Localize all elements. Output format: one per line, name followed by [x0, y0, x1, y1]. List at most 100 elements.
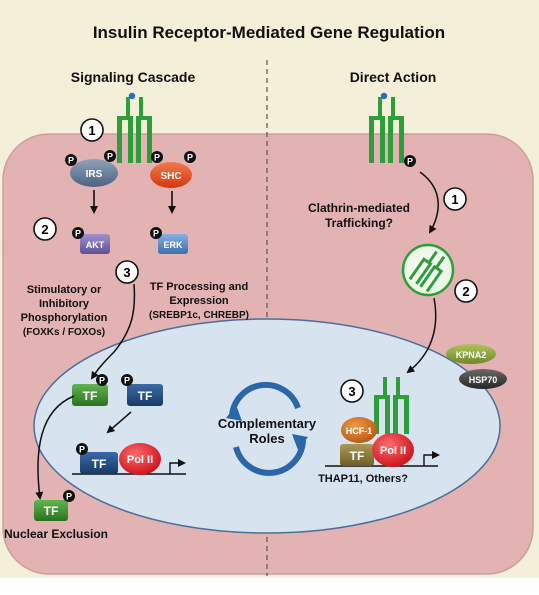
svg-text:TF: TF [92, 457, 107, 471]
svg-text:TF: TF [138, 389, 153, 403]
step-left-2: 2 [33, 217, 57, 241]
hcf1-protein [341, 417, 377, 443]
svg-text:HCF-1: HCF-1 [346, 426, 373, 436]
svg-text:P: P [153, 229, 159, 239]
svg-text:P: P [107, 152, 113, 162]
svg-text:TF Processing and: TF Processing and [150, 281, 248, 293]
svg-text:HSP70: HSP70 [469, 375, 498, 385]
svg-text:Trafficking?: Trafficking? [325, 216, 393, 230]
tf-green-excluded: TF [34, 500, 68, 521]
svg-text:3: 3 [123, 265, 130, 280]
panel-title-signaling-cascade: Signaling Cascade [71, 69, 196, 85]
svg-text:ERK: ERK [163, 240, 183, 250]
svg-text:SHC: SHC [160, 171, 181, 182]
arrow-vesicle-to-nucleus [406, 297, 437, 374]
svg-text:Stimulatory or: Stimulatory or [27, 284, 102, 296]
svg-text:P: P [407, 157, 413, 167]
svg-text:1: 1 [451, 192, 458, 207]
panel-title-direct-action: Direct Action [350, 69, 437, 85]
svg-text:2: 2 [462, 284, 469, 299]
step-right-2: 2 [454, 279, 478, 303]
tf-green: TF [72, 384, 108, 406]
svg-text:Pol II: Pol II [127, 454, 153, 466]
label-clathrin-trafficking: Clathrin-mediated Trafficking? [308, 201, 410, 230]
label-stimulatory-phosphorylation: Stimulatory or Inhibitory Phosphorylatio… [21, 284, 108, 338]
pol-ii-left [119, 443, 161, 475]
phospho-tf-excluded: P [63, 490, 75, 502]
endocytic-vesicle [401, 243, 455, 297]
page-title: Insulin Receptor-Mediated Gene Regulatio… [93, 23, 445, 42]
promoter-complex-right: TF HCF-1 Pol II [325, 417, 440, 467]
phospho-receptor-left: P [104, 150, 116, 162]
step-left-1: 1 [80, 118, 104, 142]
svg-text:Expression: Expression [169, 295, 229, 307]
phospho-akt: P [72, 227, 84, 239]
arrow-cascade-into-nucleus [90, 283, 136, 380]
step-right-1: 1 [443, 187, 467, 211]
phospho-tf-green: P [96, 374, 108, 386]
svg-text:P: P [124, 376, 130, 386]
nuclear-insulin-receptor [374, 377, 409, 434]
transcription-start-arrow-right [423, 451, 440, 466]
svg-text:AKT: AKT [86, 240, 105, 250]
insulin-ligand-icon [128, 92, 136, 100]
tf-blue-bound [80, 452, 118, 474]
svg-text:IRS: IRS [86, 169, 103, 180]
svg-text:Complementary: Complementary [218, 416, 317, 431]
phospho-tf-bound: P [76, 443, 88, 455]
tf-olive-bound [340, 444, 374, 466]
svg-text:P: P [154, 153, 160, 163]
label-nuclear-exclusion: Nuclear Exclusion [4, 527, 108, 541]
tf-blue: TF [127, 384, 163, 406]
svg-text:TF: TF [83, 389, 98, 403]
arrow-tf-to-promoter [106, 411, 132, 434]
svg-text:P: P [68, 156, 74, 166]
insulin-receptor-right [369, 92, 404, 163]
nucleus [33, 318, 501, 534]
kpna2-protein: KPNA2 [446, 344, 496, 364]
phospho-receptor-right: P [151, 151, 163, 163]
svg-text:Pol II: Pol II [380, 445, 406, 457]
svg-text:P: P [75, 229, 81, 239]
svg-text:P: P [79, 445, 85, 455]
svg-text:P: P [187, 153, 193, 163]
transcription-start-arrow-left [169, 459, 186, 474]
phospho-shc: P [184, 151, 196, 163]
insulin-receptor-left [117, 92, 152, 163]
irs-protein: IRS [70, 159, 118, 187]
svg-text:P: P [99, 376, 105, 386]
step-right-3: 3 [340, 379, 364, 403]
erk-protein: ERK [158, 234, 188, 254]
cycle-arrowhead-top [226, 405, 242, 421]
phospho-tf-blue: P [121, 374, 133, 386]
svg-text:Roles: Roles [249, 431, 284, 446]
cycle-arrowhead-bottom [292, 434, 308, 450]
svg-text:3: 3 [348, 384, 355, 399]
svg-text:P: P [66, 492, 72, 502]
phospho-irs-1: P [65, 154, 77, 166]
arrow-nuclear-export [35, 395, 75, 500]
svg-text:Phosphorylation: Phosphorylation [21, 312, 108, 324]
pol-ii-right [372, 433, 414, 467]
cycle-arrow-top [229, 381, 301, 416]
svg-text:TF: TF [44, 504, 59, 518]
phospho-erk: P [150, 227, 162, 239]
svg-text:TF: TF [350, 449, 365, 463]
phospho-receptor-direct: P [404, 155, 416, 167]
shc-protein: SHC [150, 162, 192, 188]
internalized-receptor [408, 250, 446, 293]
svg-text:(FOXKs / FOXOs): (FOXKs / FOXOs) [23, 327, 105, 338]
label-tf-processing: TF Processing and Expression (SREBP1c, C… [149, 281, 249, 321]
svg-text:(SREBP1c, CHREBP): (SREBP1c, CHREBP) [149, 310, 249, 321]
step-left-3: 3 [115, 260, 139, 284]
label-thap11: THAP11, Others? [318, 473, 408, 485]
svg-text:Inhibitory: Inhibitory [39, 298, 90, 310]
cycle-arrow-bottom [233, 439, 306, 476]
insulin-ligand-right-icon [380, 92, 388, 100]
promoter-complex-left: TF Pol II [72, 443, 186, 475]
hsp70-protein: HSP70 [459, 369, 507, 389]
complementary-roles-cycle: Complementary Roles [218, 381, 317, 476]
arrow-clathrin-trafficking [419, 171, 439, 234]
